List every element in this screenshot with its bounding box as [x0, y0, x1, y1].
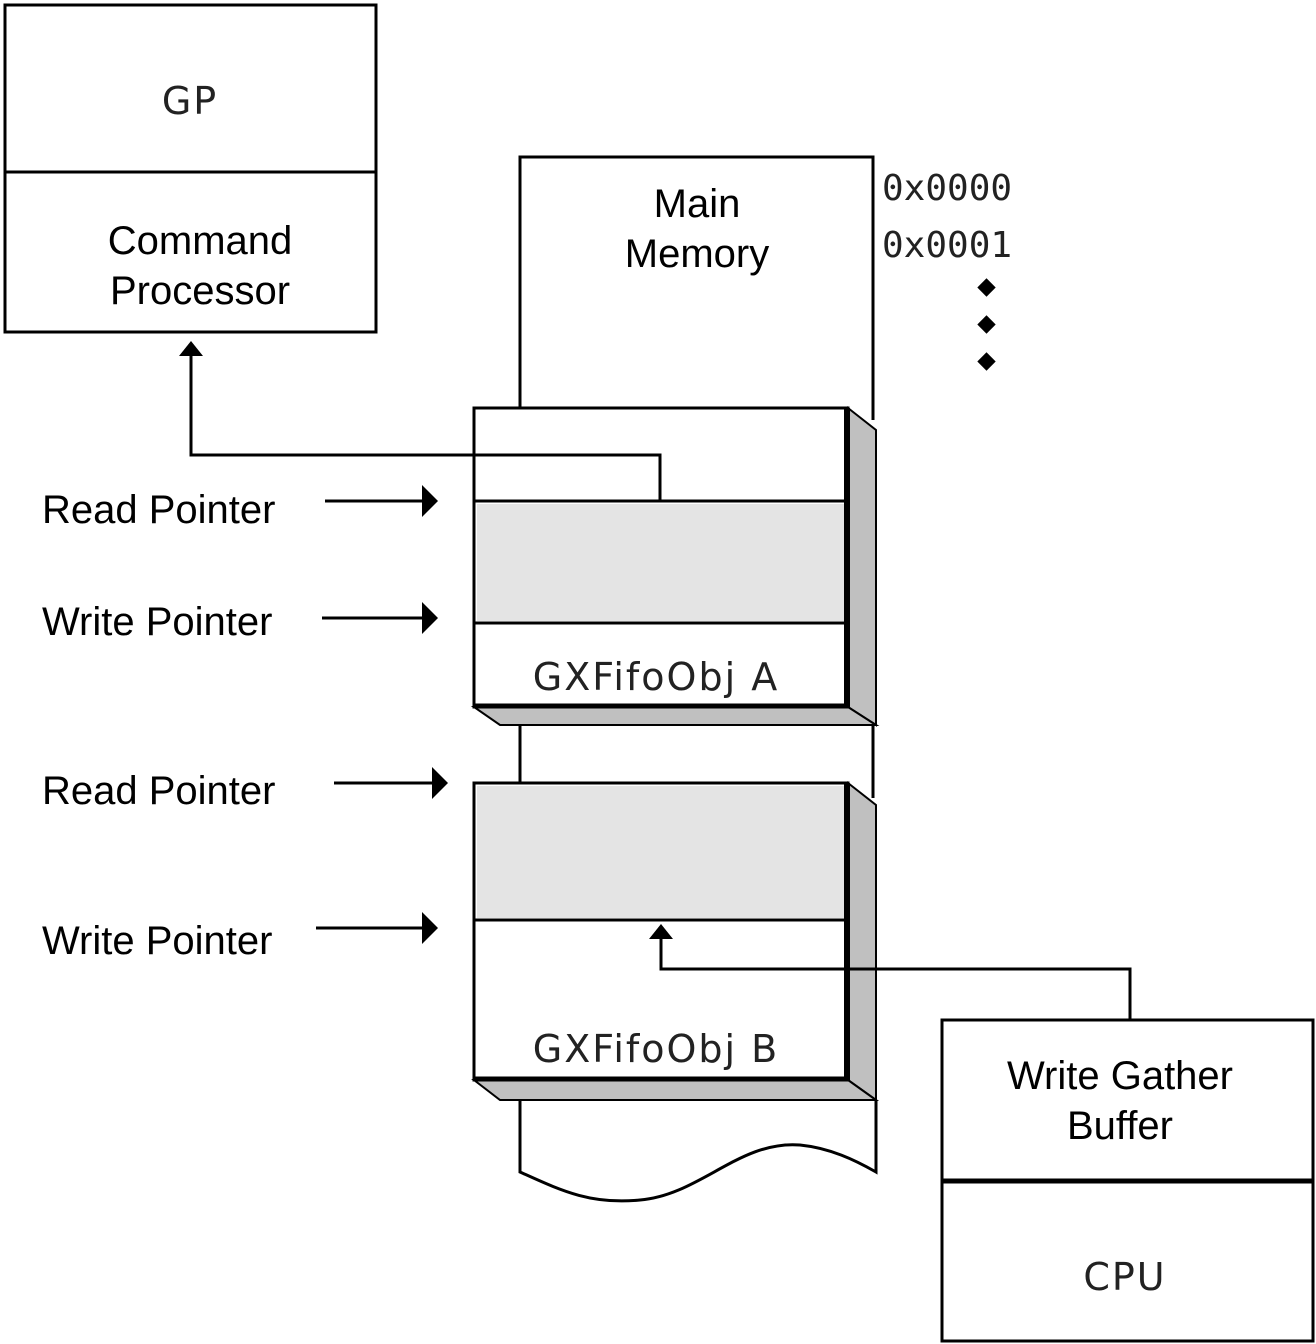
main-memory-label-line1: Main	[654, 182, 741, 226]
gp-label: GP	[162, 79, 218, 123]
fifo-b-filled-region	[477, 786, 845, 918]
fifo-a-pointers: Read Pointer Write Pointer	[42, 485, 438, 644]
ellipsis-dot-icon	[977, 278, 996, 297]
cpu-block: Write Gather Buffer CPU	[940, 1018, 1315, 1343]
fifo-b-bevel-bottom	[471, 1079, 880, 1101]
fifo-b-read-pointer-arrowhead-icon	[432, 767, 448, 799]
fifo-a-read-pointer-arrowhead-icon	[422, 485, 438, 517]
main-memory-label-line2: Memory	[625, 232, 769, 276]
ellipsis-dot-icon	[977, 352, 996, 371]
command-processor-label-line1: Command	[108, 219, 293, 263]
write-connector	[649, 924, 1132, 1020]
write-gather-buffer-label-line2: Buffer	[1067, 1104, 1173, 1148]
fifo-b-bevel-right	[847, 780, 877, 1102]
write-connector-arrowhead-icon	[649, 924, 673, 939]
command-processor-label-line2: Processor	[110, 269, 290, 313]
address-0x0001: 0x0001	[882, 225, 1012, 266]
fifo-a-filled-region	[477, 504, 845, 621]
main-memory-torn-edge	[518, 1100, 878, 1203]
fifo-b-name: GXFifoObj B	[533, 1027, 780, 1071]
fifo-a-bevel-bottom	[470, 706, 880, 726]
fifo-b-write-pointer-label: Write Pointer	[42, 919, 272, 963]
main-memory: Main Memory	[518, 155, 878, 1203]
fifo-a-write-pointer-label: Write Pointer	[42, 600, 272, 644]
fifo-a-name: GXFifoObj A	[533, 655, 779, 699]
fifo-b-read-pointer-label: Read Pointer	[42, 769, 275, 813]
write-connector-line	[659, 937, 1132, 1020]
ellipsis-dot-icon	[977, 315, 996, 334]
read-connector-arrowhead-icon	[179, 341, 203, 356]
read-connector	[179, 341, 662, 501]
cpu-label: CPU	[1083, 1255, 1166, 1299]
fifo-a-write-pointer-arrowhead-icon	[422, 602, 438, 634]
fifo-b-write-pointer-arrowhead-icon	[422, 912, 438, 944]
write-gather-buffer-label-line1: Write Gather	[1007, 1054, 1233, 1098]
address-0x0000: 0x0000	[882, 168, 1012, 209]
gp-block: GP Command Processor	[3, 3, 378, 334]
fifo-b-pointers: Read Pointer Write Pointer	[42, 767, 448, 963]
fifo-a-read-pointer-label: Read Pointer	[42, 488, 275, 532]
fifo-b: GXFifoObj B	[471, 780, 880, 1102]
gp-block-outline	[3, 3, 378, 334]
main-memory-outline-top	[518, 155, 875, 420]
read-connector-line	[189, 352, 662, 501]
memory-addresses: 0x0000 0x0001	[882, 168, 1012, 371]
fifo-a-bevel-right	[847, 405, 877, 727]
